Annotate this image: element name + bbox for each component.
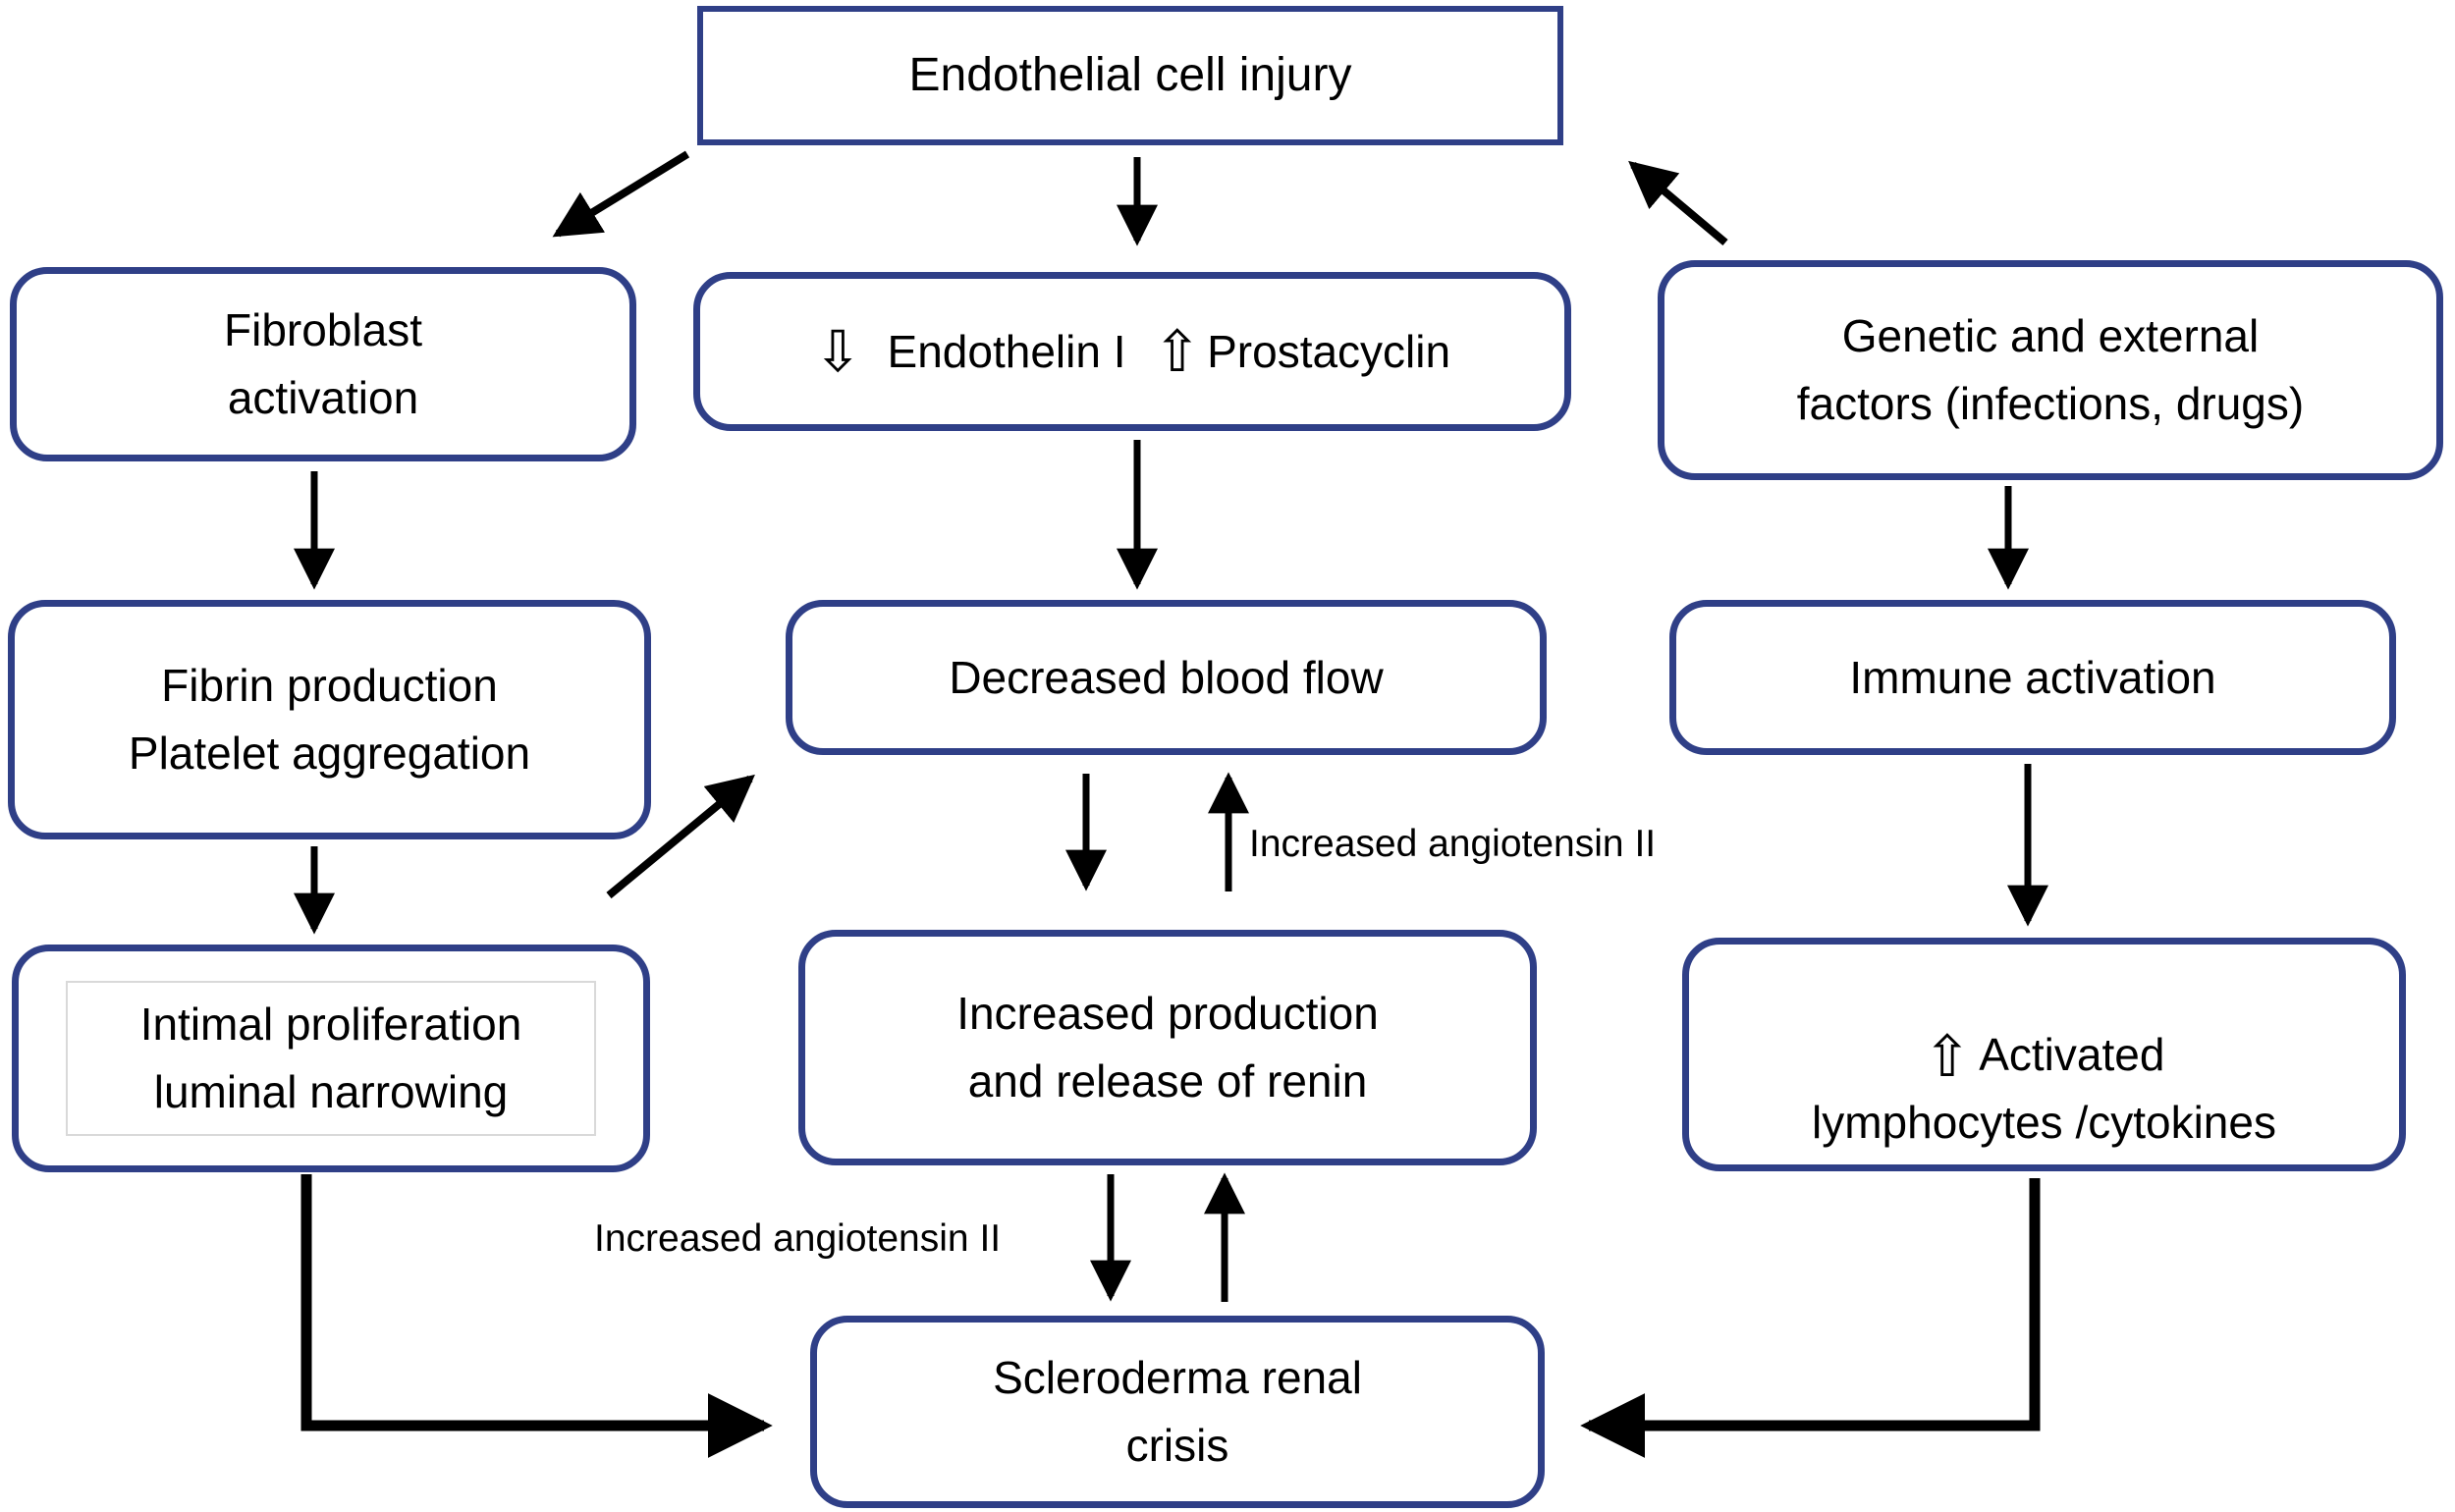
node-scleroderma-renal-crisis: Scleroderma renal crisis [810, 1316, 1545, 1508]
node-endothelial-cell-injury: Endothelial cell injury [697, 6, 1563, 145]
prostacyclin-label: Prostacyclin [1207, 325, 1451, 377]
up-arrow-icon: ⇧ [1923, 1022, 1972, 1090]
node-fibroblast-activation: Fibroblast activation [10, 267, 636, 461]
node-renin-release: Increased production and release of reni… [798, 930, 1537, 1165]
arrow-intimal-to-crisis [300, 1174, 773, 1458]
node-intimal-proliferation: Intimal proliferation luminal narrowing [12, 945, 650, 1172]
node-activated-lymphocytes: ⇧Activated lymphocytes /cytokines [1682, 938, 2406, 1171]
node-genetic-external-factors: Genetic and external factors (infections… [1658, 260, 2443, 480]
node-decreased-blood-flow: Decreased blood flow [786, 600, 1547, 755]
node-endothelin-prostacyclin: ⇩ Endothelin I ⇧ Prostacyclin [693, 272, 1571, 431]
node-immune-activation: Immune activation [1669, 600, 2396, 755]
label-increased-angiotensin-upper: Increased angiotensin II [1249, 823, 1657, 865]
arrow-genetic-to-injury [1628, 160, 1728, 246]
label-increased-angiotensin-lower: Increased angiotensin II [594, 1217, 1002, 1260]
node-fibrin-platelet: Fibrin production Platelet aggregation [8, 600, 651, 839]
up-arrow-icon: ⇧ [1153, 318, 1202, 385]
intimal-inner-outline: Intimal proliferation luminal narrowing [66, 981, 596, 1136]
endothelin-label: Endothelin I [887, 325, 1126, 377]
arrow-lymphocytes-to-crisis [1580, 1178, 2041, 1458]
down-arrow-icon: ⇩ [813, 318, 862, 385]
arrow-injury-to-fibroblast [552, 150, 690, 238]
activated-lymphocytes-label: Activated lymphocytes /cytokines [1812, 1028, 2276, 1148]
